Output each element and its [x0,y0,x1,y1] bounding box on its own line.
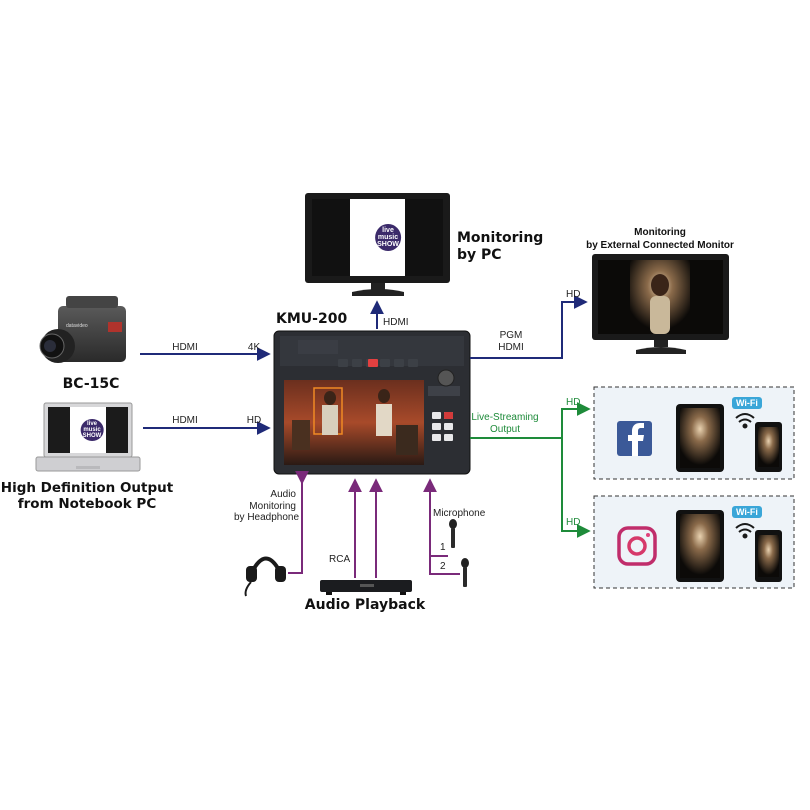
headphone-icon [244,556,286,597]
pgm-hdmi-label: PGM HDMI [498,330,524,353]
live-music-logo: live music SHOW [80,419,104,441]
pc-hdmi-label: HDMI [383,317,409,328]
notebook-title: High Definition Output from Notebook PC [0,480,174,513]
instagram-icon [617,526,657,566]
audio-playback-title: Audio Playback [304,597,426,613]
svg-text:datavideo: datavideo [66,323,88,329]
facebook-icon [617,421,652,456]
phone-device-2 [755,530,782,582]
live-music-logo: live music SHOW [375,224,401,251]
ext-hd-label: HD [566,289,581,300]
mic-line-2 [429,556,460,575]
stream-hd-label-2: HD [566,517,581,528]
kmu-200-title: KMU-200 [276,311,348,327]
phone-device-1 [755,422,782,472]
notebook-res-label: HD [246,415,262,426]
wifi-badge: Wi-Fi [732,506,762,518]
external-monitor-device [592,254,729,354]
pgm-hdmi-line [470,295,588,359]
mic-2-label: 2 [440,561,446,572]
microphone-label: Microphone [433,508,486,519]
audio-monitoring-label: Audio Monitoring by Headphone [234,489,300,523]
camera-title: BC-15C [62,376,120,392]
pc-monitor-title: Monitoring by PC [457,230,544,263]
camera-hdmi-label: HDMI [172,342,198,353]
tablet-device-1 [676,404,724,472]
tablet-device-2 [676,510,724,582]
kmu-200-device [273,330,471,475]
camera-device: datavideo [39,296,126,363]
wifi-icon [735,523,755,539]
stream-hd-label-1: HD [566,397,581,408]
microphone-icon [461,558,469,587]
live-streaming-label: Live-Streaming Output [471,412,539,435]
headphone-line [288,480,303,574]
ext-monitor-title: Monitoring by External Connected Monitor [586,227,734,251]
mic-1-label: 1 [440,542,446,553]
wifi-icon [735,413,755,429]
rca-label: RCA [329,554,351,565]
audio-player-device [320,580,412,595]
wifi-badge: Wi-Fi [732,397,762,409]
microphone-icon [449,519,457,548]
camera-res-label: 4K [247,342,261,353]
notebook-hdmi-label: HDMI [172,415,198,426]
